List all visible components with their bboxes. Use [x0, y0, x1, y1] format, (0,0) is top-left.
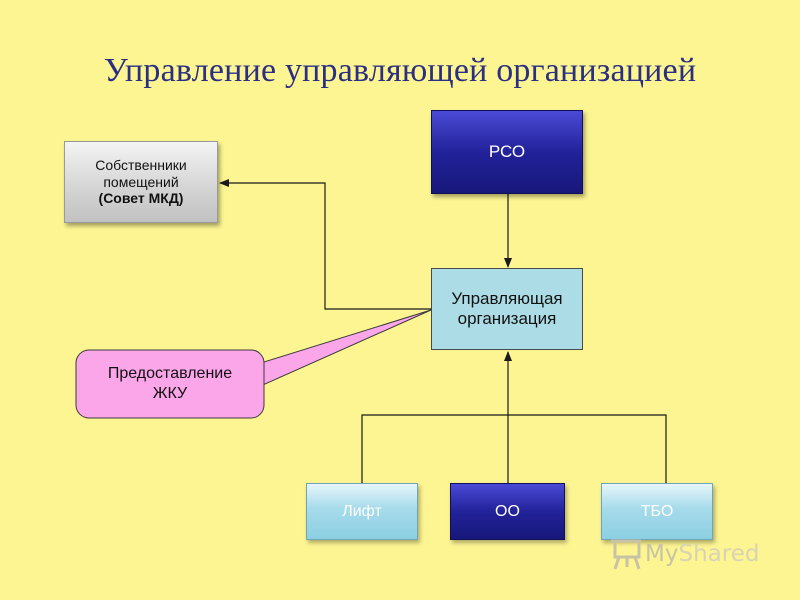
callout-line-2: ЖКУ: [152, 385, 188, 402]
arrow-uo-to-owners: [219, 179, 431, 310]
node-owners: Собственники помещений (Совет МКД): [64, 141, 218, 223]
node-rso: РСО: [431, 110, 583, 194]
watermark-prefix: My: [645, 541, 679, 567]
tbo-label: ТБО: [640, 502, 674, 520]
node-management-company: Управляющая организация: [431, 268, 583, 350]
owners-line-2: помещений: [103, 173, 179, 190]
slide-title: Управление управляющей организацией: [103, 52, 697, 89]
management-company-line-1: Управляющая: [451, 288, 563, 308]
watermark-text: MyShared: [645, 541, 759, 567]
oo-label: ОО: [495, 502, 520, 520]
callout-text: Предоставление ЖКУ: [76, 350, 264, 418]
owners-line-3: (Совет МКД): [98, 190, 184, 207]
lift-label: Лифт: [342, 502, 382, 520]
callout-line-1: Предоставление: [107, 365, 233, 382]
presentation-board-icon: [611, 539, 641, 570]
node-lift: Лифт: [306, 483, 418, 540]
connector-services-bracket: [361, 414, 667, 483]
owners-line-1: Собственники: [95, 156, 187, 173]
node-tbo: ТБО: [601, 483, 713, 540]
management-company-line-2: организация: [457, 309, 557, 328]
watermark-suffix: Shared: [678, 541, 760, 567]
watermark-logo: MyShared: [609, 537, 769, 573]
node-oo: ОО: [450, 483, 565, 540]
rso-label: РСО: [488, 141, 526, 161]
callout-balloon: [75, 309, 432, 419]
